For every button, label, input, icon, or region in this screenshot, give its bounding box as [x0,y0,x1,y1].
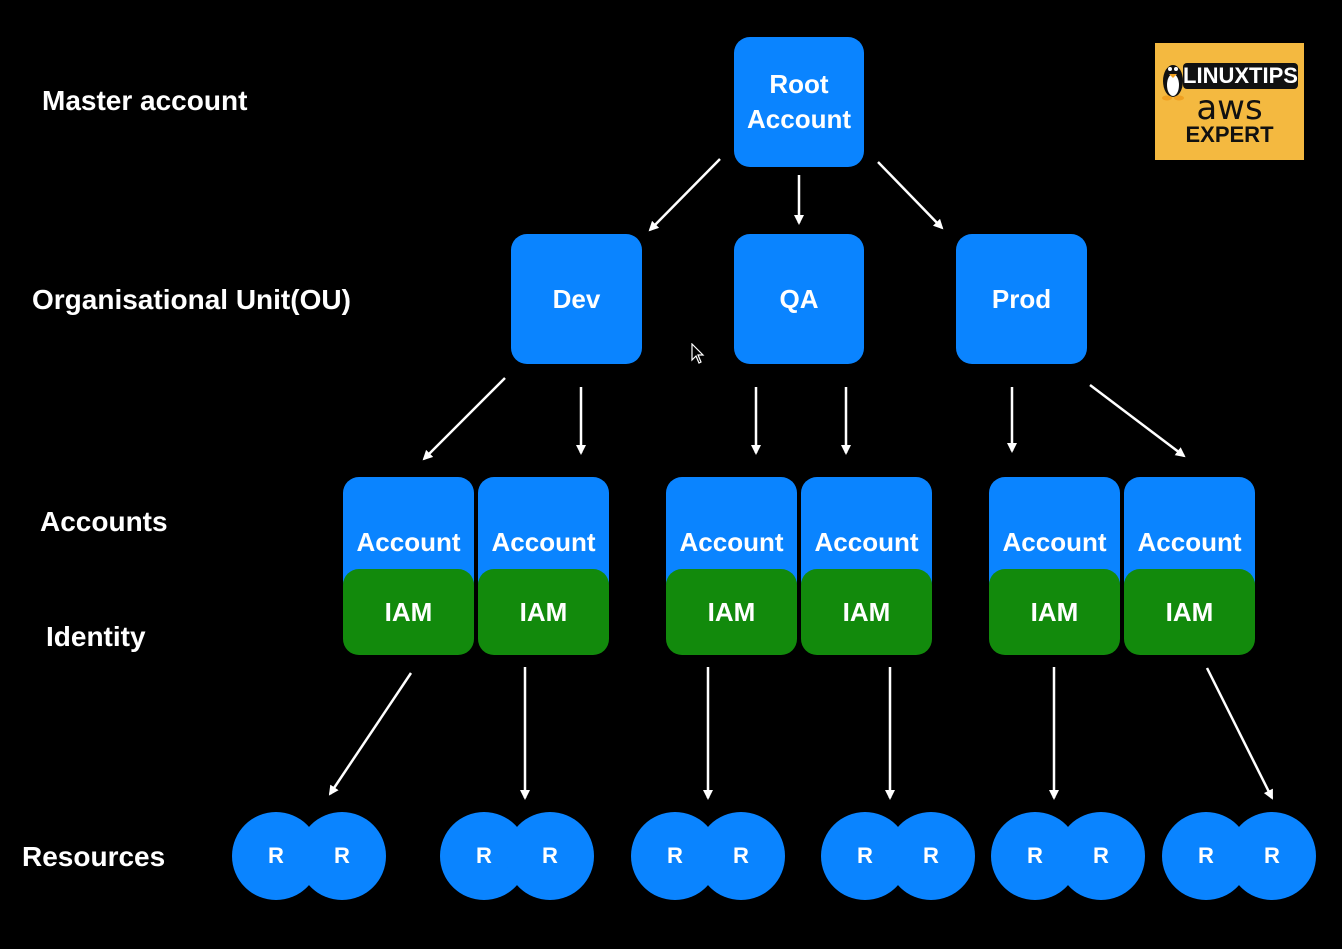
account-node: Account IAM [801,477,932,655]
account-node: Account IAM [343,477,474,655]
linuxtips-aws-expert-logo: LINUXTIPS aws EXPERT [1155,43,1304,160]
arrow-prod-account-2 [1089,384,1186,458]
iam-box: IAM [343,569,474,655]
account-label: Account [814,527,919,557]
mouse-cursor-icon [691,343,705,364]
account-label: Account [1002,527,1107,557]
account-label: Account [491,527,596,557]
account-label: Account [356,527,461,557]
logo-aws-text: aws [1196,88,1263,128]
label-organisational-unit: Organisational Unit(OU) [32,284,351,315]
account-node: Account IAM [1124,477,1255,655]
arrow-iam-6-resources [1205,667,1274,800]
account-node: Account IAM [989,477,1120,655]
root-account-line1: Root [769,69,829,99]
resource-circle: R [1057,812,1145,900]
ou-qa-node: QA [734,234,864,364]
iam-box: IAM [1124,569,1255,655]
iam-box: IAM [801,569,932,655]
resource-circle: R [298,812,386,900]
label-identity: Identity [46,621,146,652]
resource-circle: R [1228,812,1316,900]
arrow-iam-1-resources [328,672,413,796]
resource-circle: R [887,812,975,900]
root-account-node: Root Account [734,37,864,167]
resource-circle: R [697,812,785,900]
arrow-root-prod [877,161,944,230]
arrow-dev-account-1 [422,377,506,461]
iam-box: IAM [666,569,797,655]
resource-circle: R [506,812,594,900]
ou-dev-node: Dev [511,234,642,364]
account-label: Account [679,527,784,557]
iam-box: IAM [989,569,1120,655]
logo-brand-text: LINUXTIPS [1183,63,1298,89]
arrow-root-dev [648,158,721,232]
account-node: Account IAM [666,477,797,655]
account-node: Account IAM [478,477,609,655]
label-resources: Resources [22,841,166,872]
iam-box: IAM [478,569,609,655]
logo-expert-text: EXPERT [1185,122,1274,147]
account-label: Account [1137,527,1242,557]
tux-penguin-icon [1162,65,1184,101]
label-master-account: Master account [42,85,248,116]
ou-prod-node: Prod [956,234,1087,364]
label-accounts: Accounts [40,506,168,537]
root-account-line2: Account [747,104,851,134]
